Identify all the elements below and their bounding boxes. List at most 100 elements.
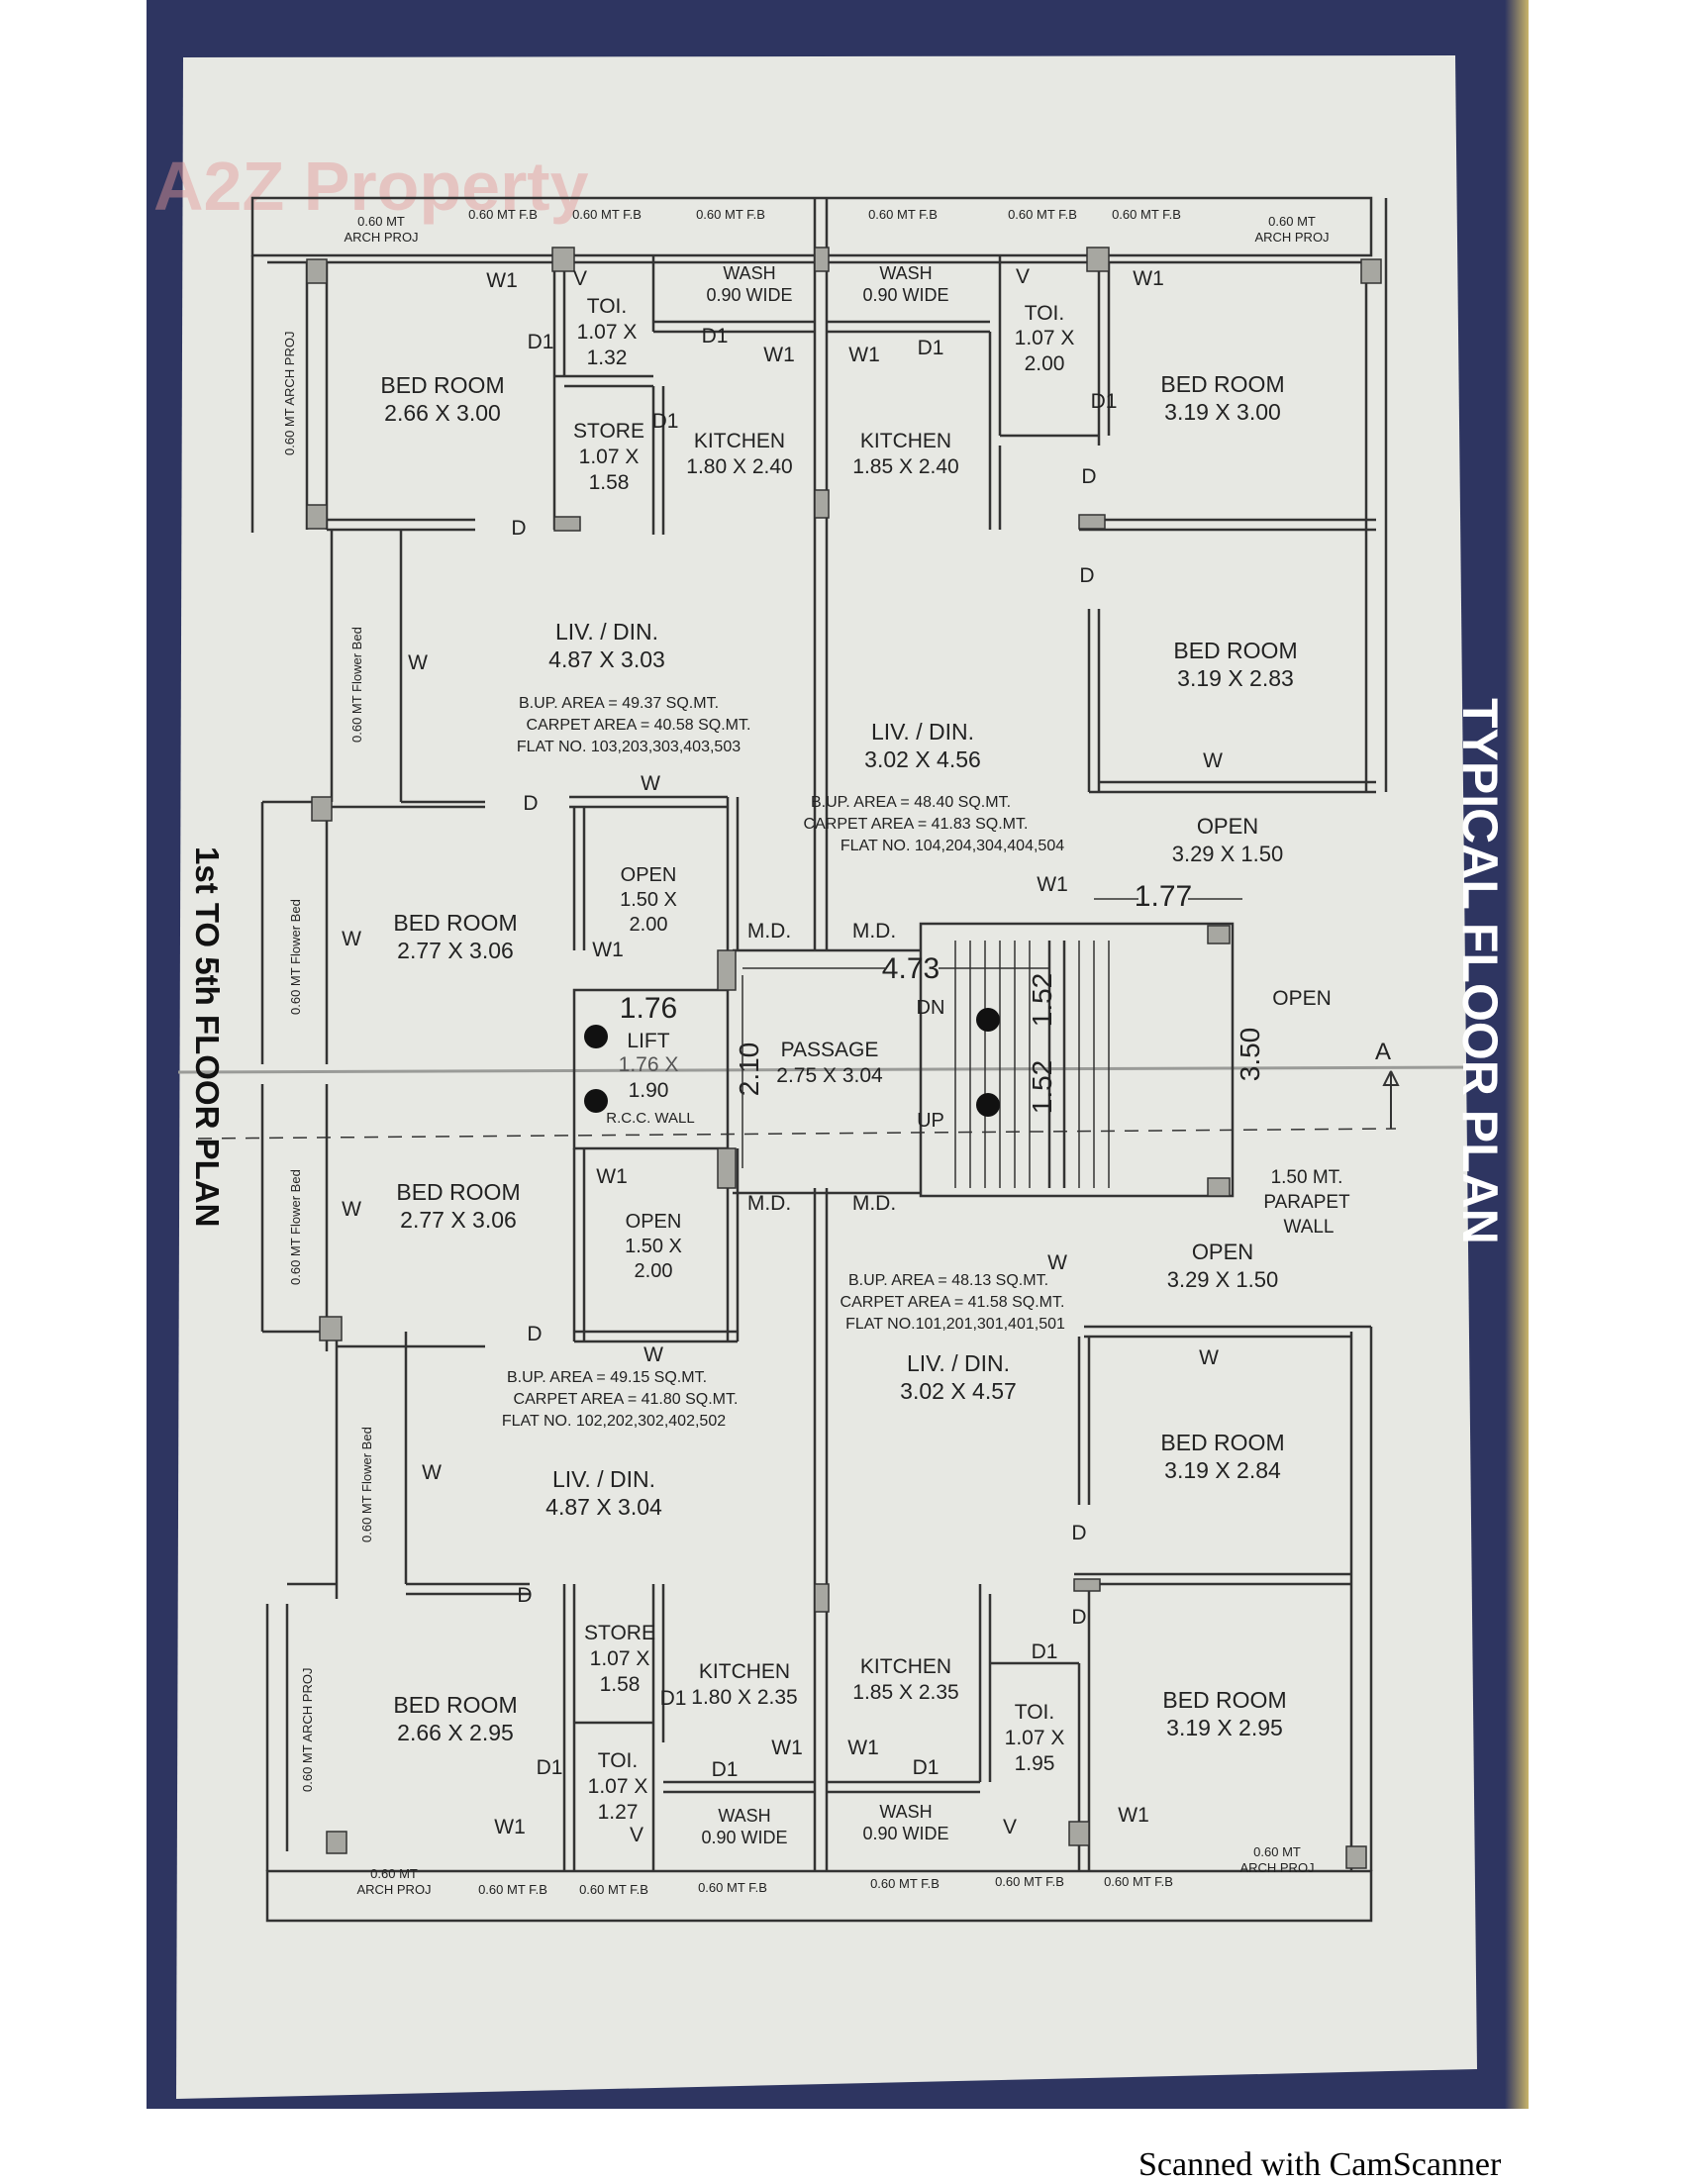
svg-text:2.77 X 3.06: 2.77 X 3.06 — [397, 938, 514, 963]
svg-text:M.D.: M.D. — [852, 920, 896, 943]
svg-text:W1: W1 — [847, 1737, 879, 1759]
svg-text:ARCH PROJ: ARCH PROJ — [344, 230, 418, 245]
svg-text:CARPET AREA = 41.80 SQ.MT.: CARPET AREA = 41.80 SQ.MT. — [514, 1391, 739, 1408]
svg-text:OPEN: OPEN — [626, 1211, 682, 1233]
svg-text:M.D.: M.D. — [747, 920, 791, 943]
svg-text:KITCHEN: KITCHEN — [860, 1655, 951, 1678]
svg-text:3.02 X 4.57: 3.02 X 4.57 — [900, 1378, 1017, 1404]
svg-text:D1: D1 — [652, 410, 679, 433]
svg-text:0.60 MT F.B: 0.60 MT F.B — [868, 207, 938, 222]
svg-text:V: V — [1003, 1816, 1017, 1838]
svg-text:TOI.: TOI. — [1015, 1701, 1054, 1724]
svg-text:A: A — [1375, 1039, 1391, 1065]
svg-text:0.60 MT F.B: 0.60 MT F.B — [696, 207, 765, 222]
svg-text:1.90: 1.90 — [629, 1079, 669, 1102]
svg-text:D1: D1 — [528, 331, 554, 353]
svg-text:W1: W1 — [848, 344, 880, 366]
svg-text:V: V — [573, 267, 587, 290]
svg-text:TOI.: TOI. — [598, 1749, 638, 1772]
svg-text:0.60 MT: 0.60 MT — [1268, 214, 1316, 229]
svg-text:TOI.: TOI. — [587, 295, 627, 318]
svg-text:0.90 WIDE: 0.90 WIDE — [706, 285, 792, 305]
svg-text:FLAT NO. 104,204,304,404,504: FLAT NO. 104,204,304,404,504 — [841, 838, 1064, 854]
svg-text:0.60 MT F.B: 0.60 MT F.B — [1112, 207, 1181, 222]
svg-text:0.60 MT ARCH PROJ: 0.60 MT ARCH PROJ — [300, 1668, 315, 1792]
svg-text:KITCHEN: KITCHEN — [860, 430, 951, 452]
svg-text:D: D — [511, 517, 526, 540]
svg-text:BED ROOM: BED ROOM — [1162, 1687, 1286, 1713]
svg-text:D1: D1 — [660, 1687, 687, 1710]
svg-text:BED ROOM: BED ROOM — [393, 1692, 517, 1718]
svg-text:0.60 MT F.B: 0.60 MT F.B — [698, 1880, 767, 1895]
svg-text:1.07 X: 1.07 X — [588, 1775, 648, 1798]
opening-markers: W1 V D1 D1 W1 D1 D W1 D1 V W1 D1 D D W D… — [342, 265, 1223, 1846]
svg-text:1.77: 1.77 — [1135, 880, 1192, 913]
svg-text:W: W — [641, 772, 660, 795]
svg-text:W1: W1 — [596, 1165, 628, 1188]
svg-text:LIV. / DIN.: LIV. / DIN. — [552, 1466, 655, 1492]
svg-text:W1: W1 — [494, 1816, 526, 1838]
stair-treads — [954, 941, 1110, 1188]
svg-text:D1: D1 — [537, 1756, 563, 1779]
paper-fold — [177, 1065, 1476, 1074]
svg-text:W: W — [643, 1343, 663, 1366]
svg-text:ARCH PROJ: ARCH PROJ — [356, 1882, 431, 1897]
svg-text:D1: D1 — [712, 1758, 739, 1781]
svg-text:BED ROOM: BED ROOM — [1160, 371, 1284, 397]
svg-text:WASH: WASH — [723, 263, 775, 283]
svg-text:OPEN: OPEN — [1192, 1240, 1253, 1264]
svg-text:W1: W1 — [592, 939, 624, 961]
svg-text:1.85 X 2.40: 1.85 X 2.40 — [852, 455, 958, 478]
svg-text:FLAT NO.101,201,301,401,501: FLAT NO.101,201,301,401,501 — [845, 1316, 1065, 1333]
svg-text:1.52: 1.52 — [1027, 1060, 1057, 1115]
svg-text:D1: D1 — [1032, 1640, 1058, 1663]
svg-text:3.19 X 2.84: 3.19 X 2.84 — [1164, 1457, 1281, 1483]
svg-text:0.60 MT: 0.60 MT — [357, 214, 405, 229]
svg-text:1.50 X: 1.50 X — [625, 1236, 682, 1257]
svg-text:FLAT NO. 102,202,302,402,502: FLAT NO. 102,202,302,402,502 — [502, 1413, 726, 1430]
svg-text:W: W — [422, 1461, 442, 1484]
svg-text:WASH: WASH — [718, 1806, 770, 1826]
svg-text:ARCH PROJ: ARCH PROJ — [1239, 1860, 1314, 1875]
svg-text:0.90 WIDE: 0.90 WIDE — [701, 1828, 787, 1847]
svg-text:KITCHEN: KITCHEN — [699, 1660, 790, 1683]
svg-text:D: D — [517, 1584, 532, 1607]
svg-text:3.19 X 3.00: 3.19 X 3.00 — [1164, 399, 1281, 425]
top-projection-labels: 0.60 MT ARCH PROJ 0.60 MT F.B 0.60 MT F.… — [344, 207, 1329, 245]
svg-text:2.66 X 3.00: 2.66 X 3.00 — [384, 400, 501, 426]
column-posts — [306, 247, 1382, 1869]
section-line — [197, 1128, 1397, 1140]
svg-text:2.00: 2.00 — [635, 1260, 673, 1282]
svg-text:1.07 X: 1.07 X — [579, 446, 640, 468]
svg-text:W1: W1 — [771, 1737, 803, 1759]
page-edge-shadow — [1505, 0, 1529, 2109]
watermark: A2Z Property — [153, 148, 589, 225]
svg-text:4.87 X 3.04: 4.87 X 3.04 — [545, 1494, 662, 1520]
svg-text:1.27: 1.27 — [598, 1801, 639, 1824]
svg-text:D1: D1 — [913, 1756, 940, 1779]
svg-text:0.60 MT Flower Bed: 0.60 MT Flower Bed — [349, 627, 364, 743]
svg-text:1.80 X 2.40: 1.80 X 2.40 — [686, 455, 792, 478]
svg-text:D: D — [1071, 1606, 1086, 1629]
svg-text:BED ROOM: BED ROOM — [393, 910, 517, 936]
svg-text:PARAPET: PARAPET — [1263, 1192, 1350, 1213]
svg-text:0.60 MT Flower Bed: 0.60 MT Flower Bed — [288, 1169, 303, 1285]
svg-text:PASSAGE: PASSAGE — [781, 1039, 879, 1061]
svg-text:D: D — [527, 1323, 542, 1345]
svg-text:W: W — [1203, 749, 1223, 772]
lift-markers — [584, 1008, 1000, 1117]
svg-text:1.58: 1.58 — [589, 471, 630, 494]
svg-text:D: D — [523, 792, 538, 815]
outer-walls — [250, 196, 1388, 1923]
svg-text:STORE: STORE — [584, 1622, 655, 1644]
svg-text:1.07 X: 1.07 X — [1015, 327, 1075, 349]
svg-text:ARCH PROJ: ARCH PROJ — [1254, 230, 1329, 245]
svg-text:1.76 X: 1.76 X — [619, 1053, 679, 1076]
svg-text:1.52: 1.52 — [1027, 973, 1057, 1028]
svg-text:W: W — [342, 928, 361, 950]
svg-text:1.07 X: 1.07 X — [590, 1647, 650, 1670]
svg-text:CARPET AREA = 41.58 SQ.MT.: CARPET AREA = 41.58 SQ.MT. — [841, 1294, 1065, 1311]
svg-text:0.60 MT F.B: 0.60 MT F.B — [478, 1882, 547, 1897]
core-labels: LIFT 1.76 X 1.90 1.76 R.C.C. WALL PASSAG… — [606, 880, 1391, 1238]
floors-title: 1st TO 5th FLOOR PLAN — [189, 846, 226, 1227]
